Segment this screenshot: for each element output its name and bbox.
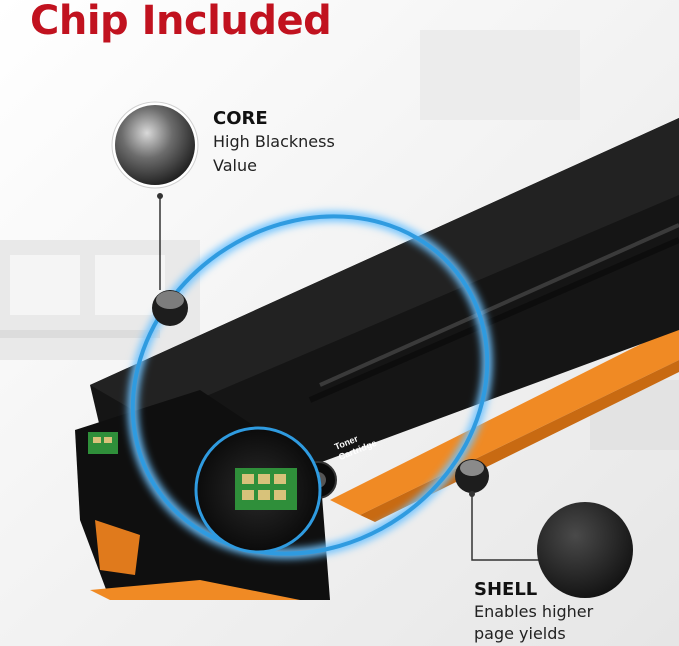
shell-callout <box>455 459 633 598</box>
headline: Chip Included <box>30 0 332 44</box>
core-description-line1: High Blackness <box>213 132 335 151</box>
shell-title: SHELL <box>474 579 538 600</box>
shell-description-line1: Enables higher <box>474 602 594 621</box>
core-title: CORE <box>213 108 268 129</box>
chip <box>88 432 118 454</box>
shell-sphere-icon <box>537 502 633 598</box>
core-callout <box>111 101 199 326</box>
orange-trim <box>330 325 679 515</box>
shell-description-line2: page yields <box>474 624 566 643</box>
core-description-line2: Value <box>213 156 257 175</box>
core-sphere-icon <box>115 105 195 185</box>
chip-zoom-circle <box>194 426 322 554</box>
glow-ring <box>127 211 493 559</box>
